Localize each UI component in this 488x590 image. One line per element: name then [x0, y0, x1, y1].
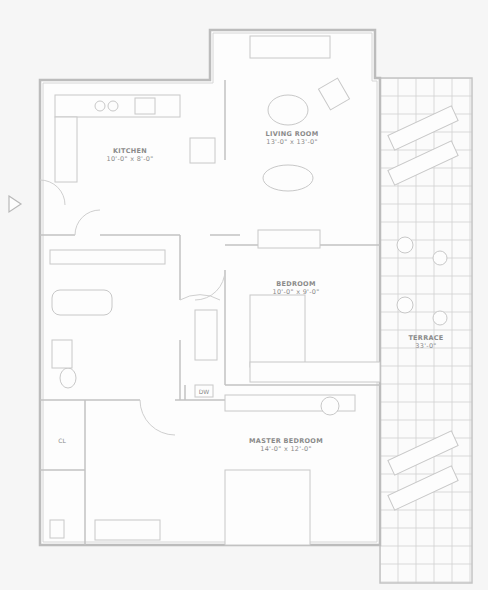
terrace-furniture — [388, 106, 458, 510]
room-name: KITCHEN — [106, 147, 153, 155]
living-furniture — [250, 36, 350, 248]
room-label: LIVING ROOM13'-0" x 13'-0" — [262, 128, 323, 148]
room-label: BEDROOM10'-0" x 9'-0" — [268, 278, 323, 298]
fixture-label: DW — [199, 388, 210, 395]
room-dimension: 14'-0" x 12'-0" — [249, 445, 323, 453]
room-dimension: 10'-0" x 8'-0" — [106, 155, 153, 163]
room-name: BEDROOM — [272, 280, 319, 288]
exterior-wall-inner — [43, 33, 377, 542]
door-swings — [40, 180, 225, 435]
room-label: TERRACE33'-0" — [404, 332, 447, 352]
room-dimension: 33'-0" — [408, 342, 443, 350]
entry-arrow — [9, 196, 21, 212]
bed-furniture — [50, 295, 380, 545]
interior-walls — [40, 80, 380, 545]
room-name: LIVING ROOM — [266, 130, 319, 138]
room-name: MASTER BEDROOM — [249, 437, 323, 445]
room-name: TERRACE — [408, 334, 443, 342]
exterior-wall — [40, 30, 380, 545]
terrace-floor — [380, 78, 472, 583]
room-dimension: 10'-0" x 9'-0" — [272, 288, 319, 296]
fixture-label: CL — [58, 437, 66, 444]
room-label: MASTER BEDROOM14'-0" x 12'-0" — [245, 435, 327, 455]
bath-fixtures — [50, 250, 217, 397]
room-label: KITCHEN10'-0" x 8'-0" — [102, 145, 157, 165]
room-dimension: 13'-0" x 13'-0" — [266, 138, 319, 146]
kitchen-fixtures — [55, 95, 215, 182]
